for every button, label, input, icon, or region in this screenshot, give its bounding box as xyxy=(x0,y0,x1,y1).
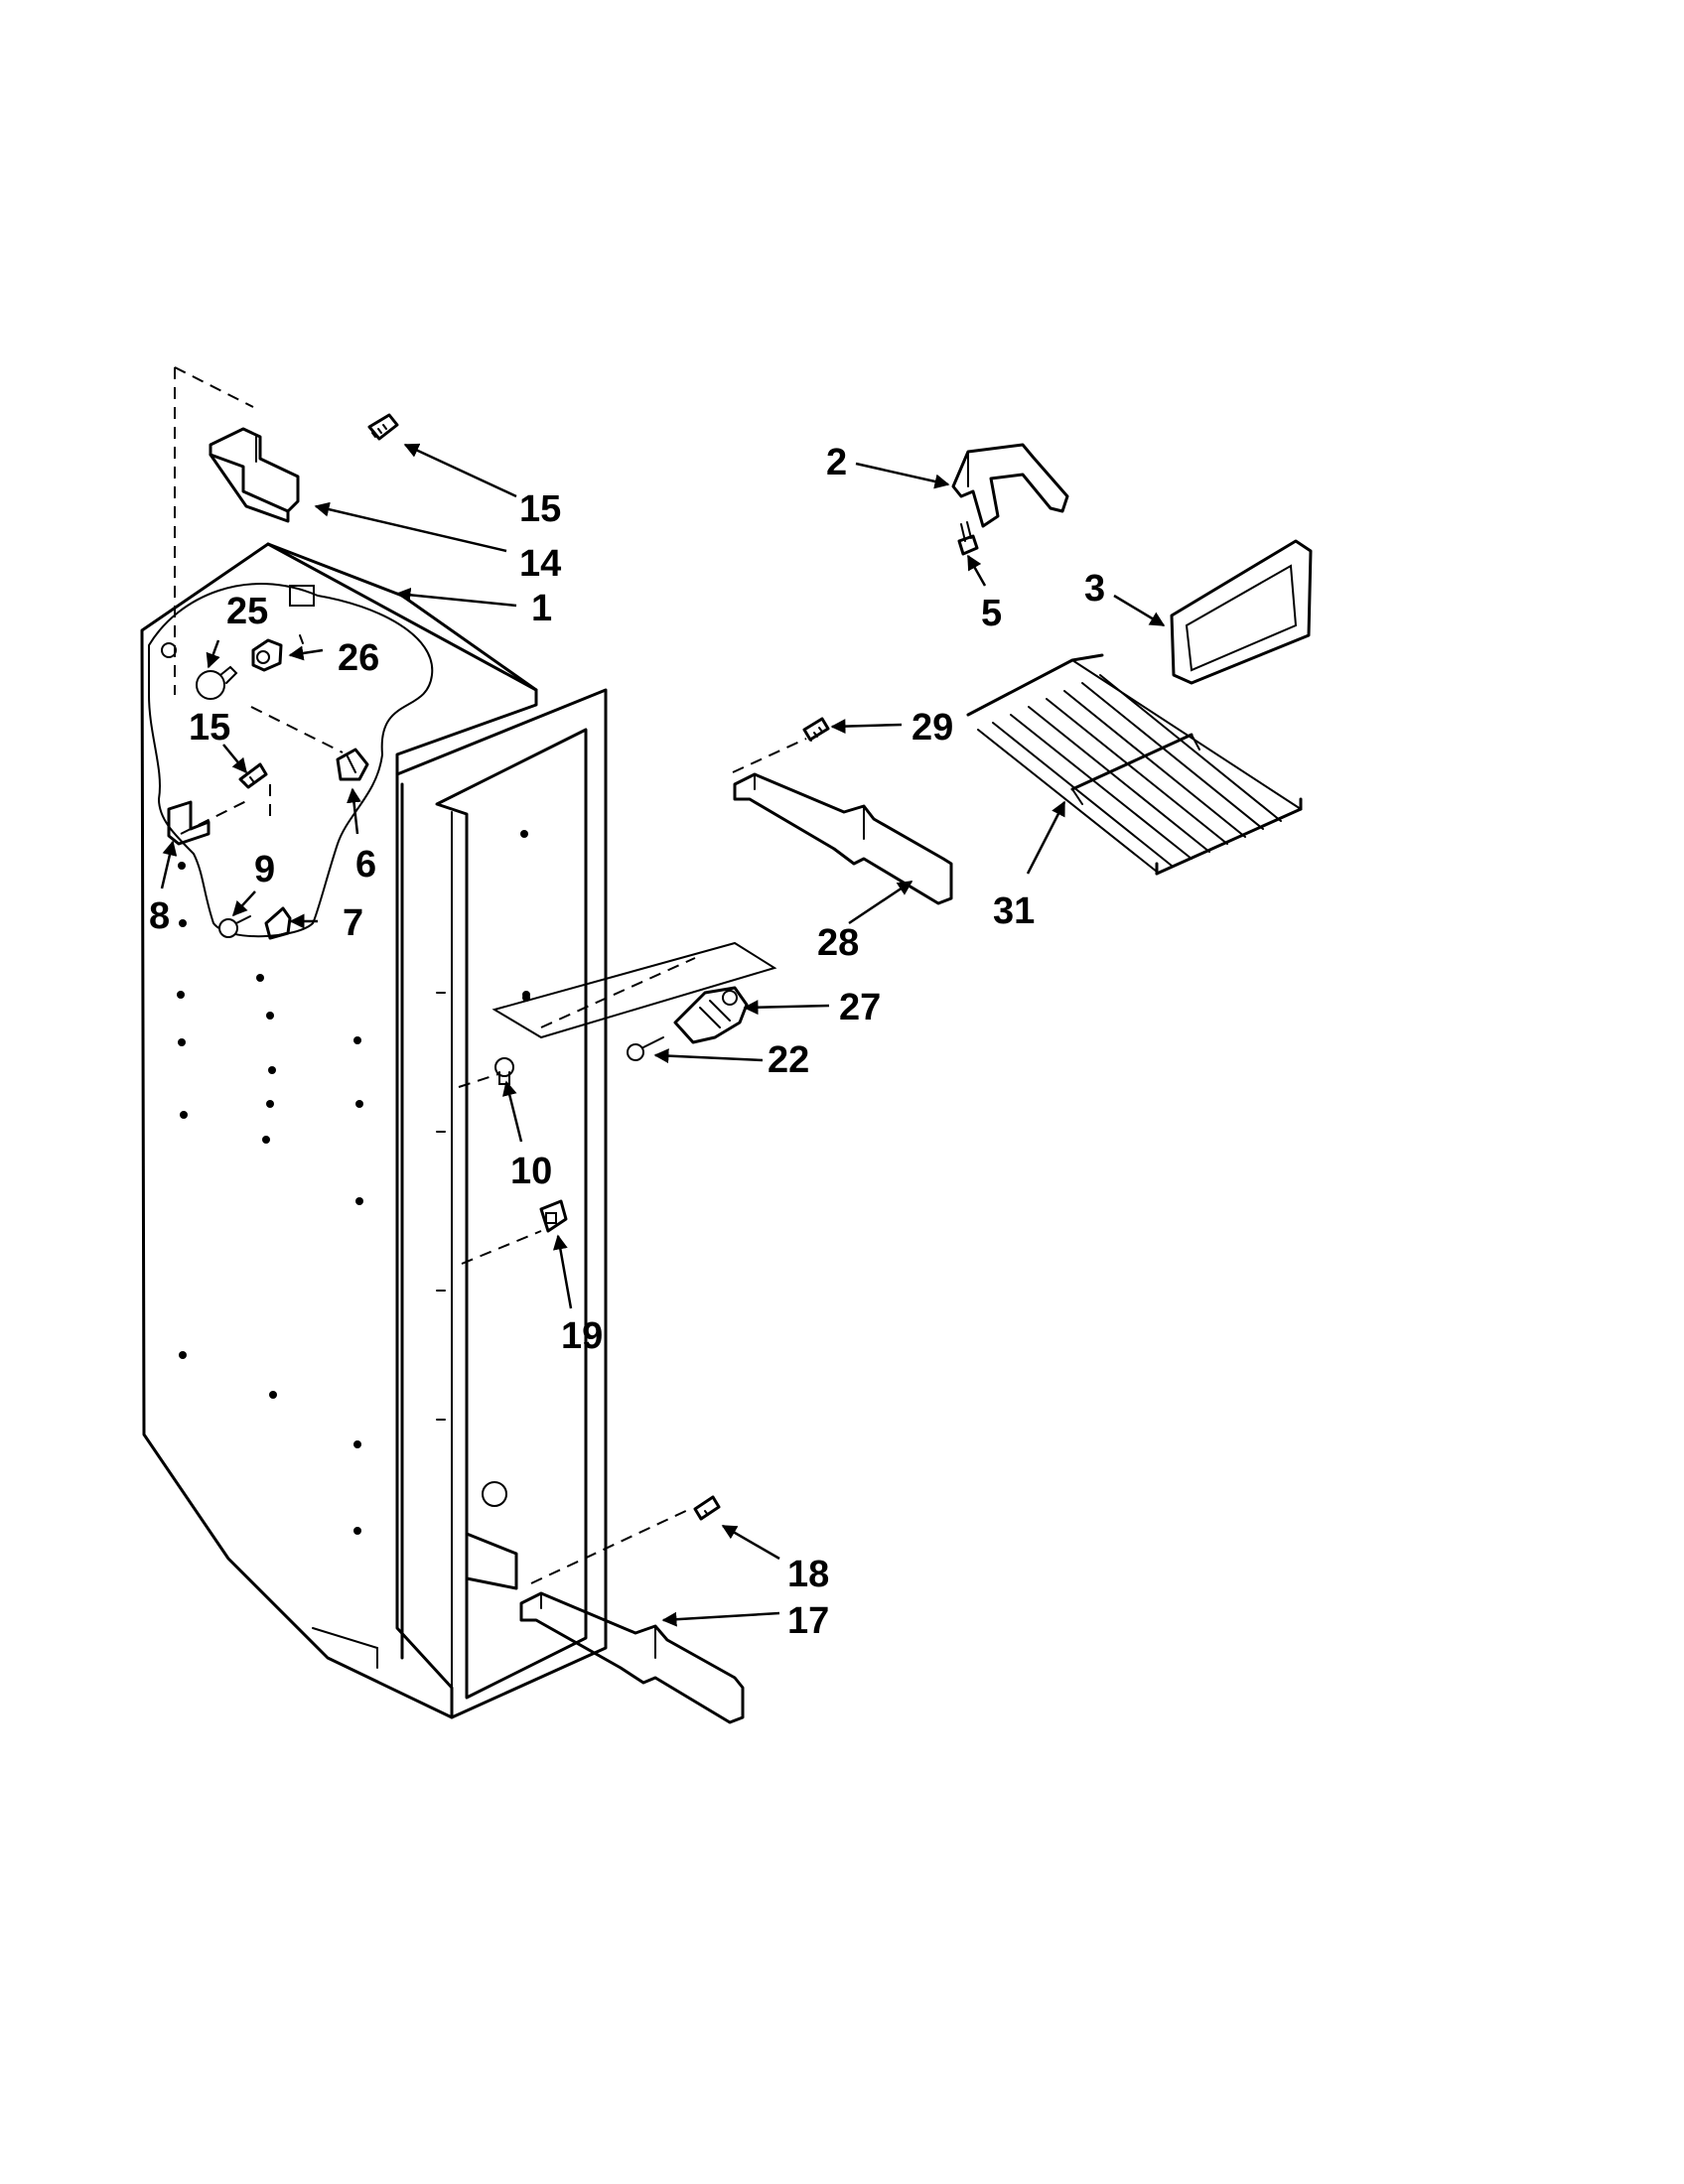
shelf-front-3 xyxy=(1170,539,1313,685)
callout-7: 7 xyxy=(343,902,363,944)
callout-14: 14 xyxy=(519,543,561,585)
callout-31: 31 xyxy=(993,890,1035,932)
screw-29 xyxy=(802,717,830,742)
callout-6: 6 xyxy=(355,844,376,886)
callout-27: 27 xyxy=(839,987,881,1028)
callout-28: 28 xyxy=(817,922,859,964)
screw-15-top xyxy=(367,413,399,441)
alignment-line xyxy=(732,738,807,773)
callout-1: 1 xyxy=(531,588,552,629)
callout-8: 8 xyxy=(149,895,170,937)
callout-29: 29 xyxy=(912,707,953,749)
alignment-line xyxy=(180,799,249,835)
mounting-plate xyxy=(491,941,777,1039)
callout-9: 9 xyxy=(254,849,275,890)
wire-shelf-31 xyxy=(966,653,1303,876)
screw-15-left xyxy=(238,762,268,789)
callout-3: 3 xyxy=(1084,568,1105,610)
plug-10 xyxy=(494,1057,514,1085)
callout-2: 2 xyxy=(826,442,847,483)
hinge-bracket-14 xyxy=(209,427,300,523)
callout-15: 15 xyxy=(189,707,230,749)
callout-22: 22 xyxy=(768,1039,809,1081)
screw-22 xyxy=(627,1036,664,1061)
alignment-line xyxy=(540,957,696,1028)
callout-26: 26 xyxy=(338,637,379,679)
screw-18 xyxy=(693,1495,721,1521)
hinge-bracket-2 xyxy=(951,443,1069,528)
callout-leaders xyxy=(160,443,1166,1627)
callout-15: 15 xyxy=(519,488,561,530)
bracket-8 xyxy=(167,800,210,846)
light-bulb-25 xyxy=(196,665,238,700)
clip-6 xyxy=(336,748,369,781)
screw-9 xyxy=(218,915,251,938)
light-socket-26 xyxy=(251,638,283,672)
callout-25: 25 xyxy=(226,591,268,632)
alignment-line xyxy=(250,706,344,753)
callout-19: 19 xyxy=(561,1315,603,1357)
clip-7 xyxy=(264,906,292,940)
alignment-line xyxy=(530,1508,691,1584)
alignment-line xyxy=(174,366,254,408)
callout-5: 5 xyxy=(981,593,1002,634)
callout-17: 17 xyxy=(787,1600,829,1642)
shelf-support-27 xyxy=(673,986,749,1044)
callout-labels: 15 14 1 25 26 15 6 8 9 7 10 19 22 27 29 … xyxy=(149,442,1105,1642)
alignment-line xyxy=(461,1230,542,1265)
screw-5 xyxy=(957,521,979,556)
shelf-rail-28 xyxy=(733,772,953,905)
callout-18: 18 xyxy=(787,1554,829,1595)
shelf-rail-17 xyxy=(519,1591,745,1724)
switch-19 xyxy=(539,1199,568,1233)
callout-10: 10 xyxy=(510,1151,552,1192)
alignment-line xyxy=(458,1073,499,1088)
